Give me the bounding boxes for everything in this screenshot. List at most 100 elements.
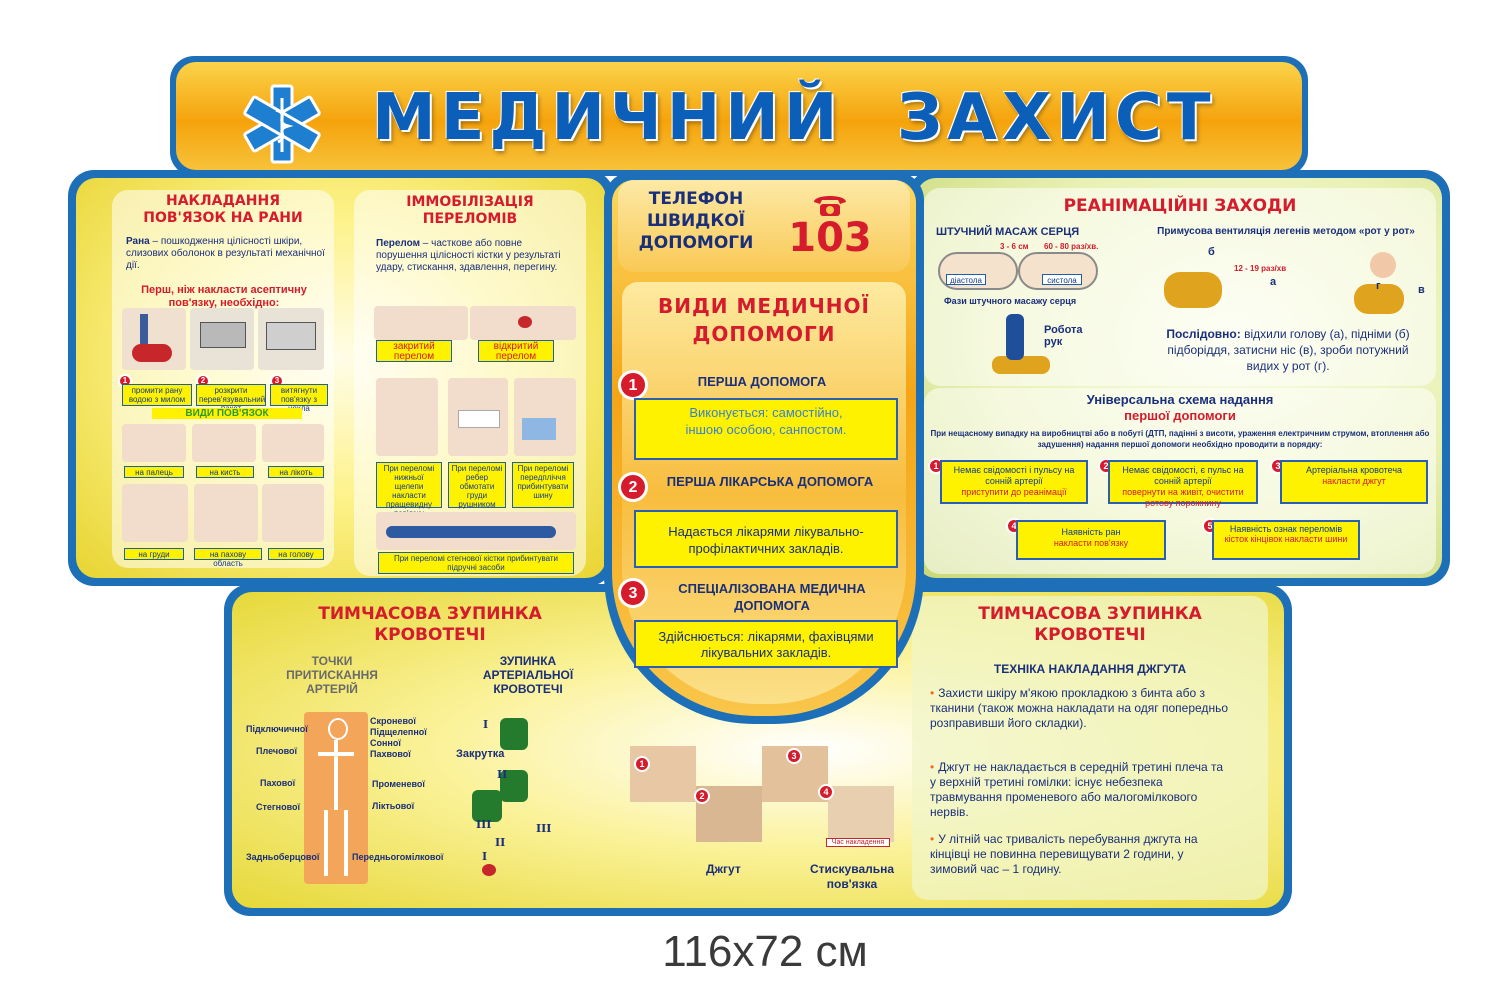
- header-frame: [170, 56, 1308, 176]
- systole-label: систола: [1042, 274, 1082, 285]
- tourniquet-label: Джгут: [706, 862, 741, 876]
- step-letter: в: [1418, 284, 1425, 296]
- care-type-desc: Надається лікарями лікувально-профілакти…: [634, 510, 898, 568]
- fracture-note: При переломі передпліччя прибинтувати ши…: [512, 462, 574, 508]
- technique-subtitle: ТЕХНІКА НАКЛАДАННЯ ДЖГУТА: [993, 662, 1187, 676]
- roman-numeral: I: [482, 850, 488, 863]
- bleeding-title-left: ТИМЧАСОВА ЗУПИНКА КРОВОТЕЧІ: [318, 604, 542, 645]
- ventilation-title: Примусова вентиляція легенів методом «ро…: [1157, 226, 1415, 237]
- scheme-step-box: Немає свідомості, є пульс на сонній арте…: [1108, 460, 1258, 508]
- roman-numeral: III: [476, 818, 492, 831]
- cpr-person-image: [984, 308, 1050, 378]
- bandage-types-title: ВИДИ ПОВ'ЯЗОК: [152, 408, 302, 419]
- scheme-step-box: Наявність ознак переломів кісток кінціво…: [1212, 520, 1360, 560]
- bandage-card: НАКЛАДАННЯ ПОВ'ЯЗОК НА РАНИ Рана – пошко…: [112, 190, 334, 568]
- sequence-number: 1: [634, 756, 650, 772]
- pressure-bandage-label: Стискувальна пов'язка: [809, 862, 895, 891]
- sequence-number: 2: [694, 788, 710, 804]
- step-label: розкрити перев'язувальний пакет: [196, 384, 266, 413]
- artery-point-label: Передньогомілкової: [352, 852, 444, 862]
- artery-point-label: Пахвової: [370, 749, 411, 759]
- ambulance-phone-number: 103: [788, 215, 872, 261]
- fracture-bottom-note: При переломі стегнової кістки прибинтува…: [378, 552, 574, 574]
- roman-numeral: II: [495, 836, 506, 849]
- twist-label: Закрутка: [456, 748, 505, 760]
- care-number: 2: [618, 472, 648, 502]
- type-label: на голову: [268, 548, 324, 560]
- artery-point-label: Сонної: [370, 738, 401, 748]
- skeleton-image: [304, 712, 368, 884]
- jaw-fracture-image: [376, 378, 438, 456]
- femur-fracture-image: [376, 512, 576, 550]
- reanimation-title: РЕАНІМАЦІЙНІ ЗАХОДИ: [1063, 196, 1297, 216]
- hand-bandage-image: [192, 424, 256, 462]
- scheme-step-box: Немає свідомості і пульсу на сонній арте…: [940, 460, 1088, 504]
- step-label: промити рану водою з милом: [122, 384, 192, 406]
- roman-numeral: I: [483, 718, 489, 731]
- technique-bullet: У літній час тривалість перебування джгу…: [930, 832, 1230, 877]
- artery-point-label: Стегнової: [256, 802, 301, 812]
- closed-fracture-image: [374, 306, 468, 340]
- care-number: 1: [618, 370, 648, 400]
- artery-point-label: Променевої: [372, 779, 425, 789]
- fracture-definition: Перелом – часткове або повне порушення ц…: [376, 238, 561, 273]
- forearm-fracture-image: [514, 378, 576, 456]
- care-number: 3: [618, 578, 648, 608]
- artery-point-label: Підключичної: [246, 724, 308, 734]
- diastole-label: діастола: [946, 274, 986, 285]
- scheme-subtitle: першої допомоги: [1124, 408, 1236, 423]
- size-caption: 116х72 см: [662, 927, 868, 976]
- fracture-note: При переломі ребер обмотати груди рушник…: [448, 462, 506, 509]
- sequence-number: 3: [786, 748, 802, 764]
- technique-bullet: Джгут не накладається в середній третині…: [930, 760, 1230, 820]
- bandage-title: НАКЛАДАННЯ ПОВ'ЯЗОК НА РАНИ: [143, 193, 303, 226]
- type-label: на груди: [124, 548, 184, 560]
- hands-work-label: Робота рук: [1044, 324, 1083, 348]
- care-type-name: СПЕЦІАЛІЗОВАНА МЕДИЧНА ДОПОМОГА: [678, 581, 866, 613]
- arteries-points-title: ТОЧКИ ПРИТИСКАННЯ АРТЕРІЙ: [286, 654, 378, 696]
- care-type-desc: Здійснюється: лікарями, фахівцями лікува…: [634, 620, 898, 668]
- washing-image: [122, 308, 186, 370]
- ventilation-rate: 12 - 19 раз/хв: [1234, 264, 1287, 273]
- bandage-steps-intro: Перш, ніж накласти асептичну пов'язку, н…: [141, 284, 307, 309]
- groin-bandage-image: [194, 484, 258, 542]
- chest-bandage-image: [122, 484, 188, 542]
- fracture-note: При переломі нижньої щелепи накласти пра…: [376, 462, 442, 518]
- finger-bandage-image: [122, 424, 186, 462]
- header-panel: [176, 62, 1302, 170]
- step-label: витягнути пов'язку з чохла: [270, 384, 328, 413]
- artery-point-label: Скроневої: [370, 716, 416, 726]
- type-label: на лікоть: [268, 466, 324, 478]
- rib-fracture-image: [448, 378, 508, 456]
- fracture-kind-label: відкритий перелом: [478, 340, 554, 362]
- elbow-bandage-image: [262, 424, 324, 462]
- scheme-intro: При нещасному випадку на виробництві або…: [930, 429, 1430, 449]
- bandage-pull-image: [258, 308, 324, 370]
- step-letter: б: [1208, 246, 1215, 258]
- arterial-stop-title: ЗУПИНКА АРТЕРІАЛЬНОЇ КРОВОТЕЧІ: [482, 654, 574, 696]
- tourniquet-steps-image: [470, 714, 596, 882]
- artery-point-label: Підщелепної: [370, 727, 427, 737]
- phone-card: [618, 180, 910, 272]
- type-label: на палець: [124, 466, 184, 478]
- scheme-title: Універсальна схема надання: [1086, 392, 1274, 407]
- type-label: на кисть: [196, 466, 254, 478]
- page-title: МЕДИЧНИЙ ЗАХИСТ: [372, 81, 1216, 155]
- roman-numeral: III: [536, 822, 552, 835]
- scheme-card: Універсальна схема надання першої допомо…: [924, 388, 1436, 574]
- head-bandage-image: [262, 484, 324, 542]
- technique-bullet: Захисти шкіру м'якою прокладкою з бинта …: [930, 686, 1230, 731]
- wound-definition: Рана – пошкодження цілісності шкіри, сли…: [126, 236, 325, 271]
- step-letter: а: [1270, 276, 1277, 288]
- artery-point-label: Ліктьової: [372, 801, 415, 811]
- fracture-card: ІММОБІЛІЗАЦІЯ ПЕРЕЛОМІВ Перелом – частко…: [354, 190, 586, 576]
- care-type-desc: Виконується: самостійно, іншою особою, с…: [634, 398, 898, 460]
- fracture-title: ІММОБІЛІЗАЦІЯ ПЕРЕЛОМІВ: [406, 194, 534, 227]
- massage-phases-caption: Фази штучного масажу серця: [944, 296, 1077, 306]
- scheme-step-box: Наявність ран накласти пов'язку: [1016, 520, 1166, 560]
- care-type-name: ПЕРША ЛІКАРСЬКА ДОПОМОГА: [666, 474, 874, 489]
- care-types-title: ВИДИ МЕДИЧНОЇ ДОПОМОГИ: [658, 294, 870, 346]
- tourniquet-sequence-image: [630, 746, 894, 858]
- massage-depth: 3 - 6 см: [1000, 242, 1029, 251]
- heart-massage-title: ШТУЧНИЙ МАСАЖ СЕРЦЯ: [936, 226, 1080, 238]
